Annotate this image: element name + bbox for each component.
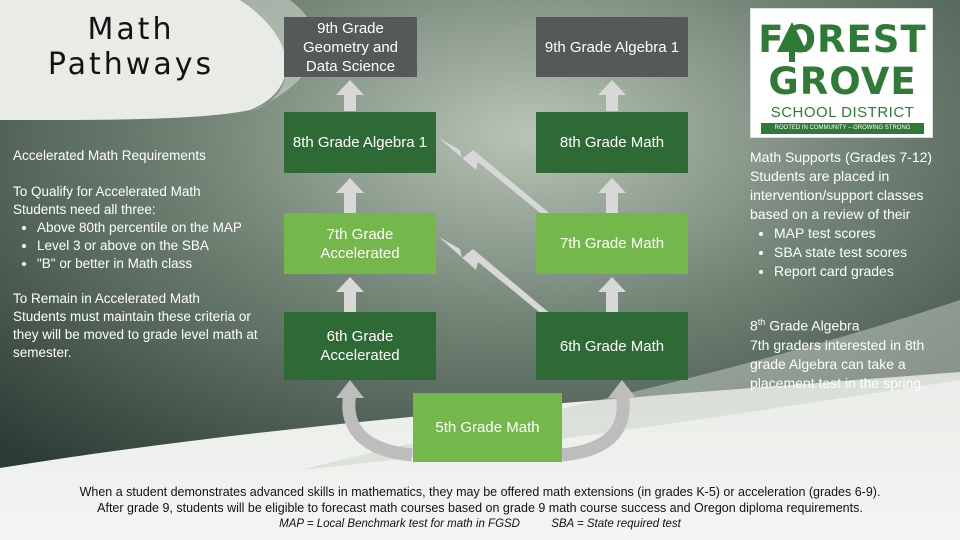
accelerated-heading: Accelerated Math Requirements bbox=[13, 148, 206, 163]
logo-tagline: ROOTED IN COMMUNITY – GROWING STRONG bbox=[761, 123, 924, 134]
box-9th-grade-algebra: 9th Grade Algebra 1 bbox=[536, 17, 688, 77]
arrow-up-icon bbox=[598, 277, 626, 312]
accelerated-requirements: Accelerated Math Requirements To Qualify… bbox=[13, 147, 275, 362]
box-label: 7th Grade Math bbox=[559, 235, 665, 252]
box-7th-grade-math: 7th Grade Math bbox=[536, 213, 688, 274]
box-label: 8th Grade Algebra 1 bbox=[292, 134, 428, 151]
math-supports: Math Supports (Grades 7-12) Students are… bbox=[750, 148, 950, 281]
box-label: 5th Grade Math bbox=[435, 419, 540, 436]
box-6th-grade-math: 6th Grade Math bbox=[536, 312, 688, 380]
box-6th-grade-accelerated: 6th Grade Accelerated bbox=[284, 312, 436, 380]
curved-arrow-icon bbox=[561, 391, 630, 462]
box-7th-grade-accelerated: 7th Grade Accelerated bbox=[284, 213, 436, 274]
arrow-up-icon bbox=[336, 277, 364, 312]
supports-intro: Students are placed in intervention/supp… bbox=[750, 168, 924, 222]
logo-school-district: SCHOOL DISTRICT bbox=[770, 104, 915, 121]
footer-note-map: MAP = Local Benchmark test for math in F… bbox=[279, 518, 520, 530]
arrow-up-icon bbox=[336, 380, 364, 398]
list-item: MAP test scores bbox=[774, 224, 950, 243]
algebra8-text: 7th graders interested in 8th grade Alge… bbox=[750, 336, 926, 391]
algebra8-heading: 8th Grade Algebra bbox=[750, 317, 860, 334]
footer: When a student demonstrates advanced ski… bbox=[0, 484, 960, 532]
remain-heading: To Remain in Accelerated Math bbox=[13, 291, 200, 306]
arrow-up-icon bbox=[336, 178, 364, 213]
logo-grove: GROVE bbox=[768, 60, 917, 103]
box-label: 6th Grade Accelerated bbox=[320, 328, 400, 364]
supports-list: MAP test scores SBA state test scores Re… bbox=[750, 224, 950, 281]
list-item: Above 80th percentile on the MAP bbox=[37, 219, 275, 237]
tree-icon bbox=[777, 22, 807, 62]
list-item: Level 3 or above on the SBA bbox=[37, 237, 275, 255]
box-label: 7th Grade Accelerated bbox=[320, 225, 400, 262]
box-label: 6th Grade Math bbox=[559, 337, 665, 355]
list-item: Report card grades bbox=[774, 262, 950, 281]
arrow-up-icon bbox=[336, 80, 364, 111]
diagonal-arrow-icon bbox=[439, 237, 571, 337]
qualify-list: Above 80th percentile on the MAP Level 3… bbox=[13, 219, 275, 273]
supports-heading: Math Supports (Grades 7-12) bbox=[750, 149, 933, 165]
district-logo: FOREST GROVE SCHOOL DISTRICT ROOTED IN C… bbox=[750, 8, 933, 138]
footer-notes: MAP = Local Benchmark test for math in F… bbox=[0, 516, 960, 532]
logo-forest: FOREST bbox=[758, 18, 927, 61]
list-item: "B" or better in Math class bbox=[37, 255, 275, 273]
box-5th-grade-math: 5th Grade Math bbox=[413, 393, 562, 462]
box-8th-grade-algebra: 8th Grade Algebra 1 bbox=[284, 112, 436, 173]
box-8th-grade-math: 8th Grade Math bbox=[536, 112, 688, 173]
list-item: SBA state test scores bbox=[774, 243, 950, 262]
diagonal-arrow-icon bbox=[439, 138, 571, 237]
box-label: 8th Grade Math bbox=[559, 134, 665, 151]
remain-text: Students must maintain these criteria or… bbox=[13, 309, 258, 360]
arrow-up-icon bbox=[598, 80, 626, 111]
arrow-up-icon bbox=[598, 178, 626, 213]
qualify-intro: Students need all three: bbox=[13, 202, 156, 217]
footer-line-1: When a student demonstrates advanced ski… bbox=[79, 485, 881, 499]
box-9th-grade-geometry: 9th Grade Geometry and Data Science bbox=[284, 17, 417, 77]
curved-arrow-icon bbox=[342, 391, 413, 462]
box-label: 9th Grade Geometry and Data Science bbox=[302, 19, 399, 75]
footer-note-sba: SBA = State required test bbox=[551, 518, 681, 530]
box-label: 9th Grade Algebra 1 bbox=[544, 38, 680, 56]
qualify-heading: To Qualify for Accelerated Math bbox=[13, 184, 201, 199]
arrow-up-icon bbox=[608, 380, 636, 398]
algebra8-info: 8th Grade Algebra 7th graders interested… bbox=[750, 313, 950, 393]
footer-line-2: After grade 9, students will be eligible… bbox=[97, 501, 863, 515]
page-title: Math Pathways bbox=[47, 12, 215, 82]
